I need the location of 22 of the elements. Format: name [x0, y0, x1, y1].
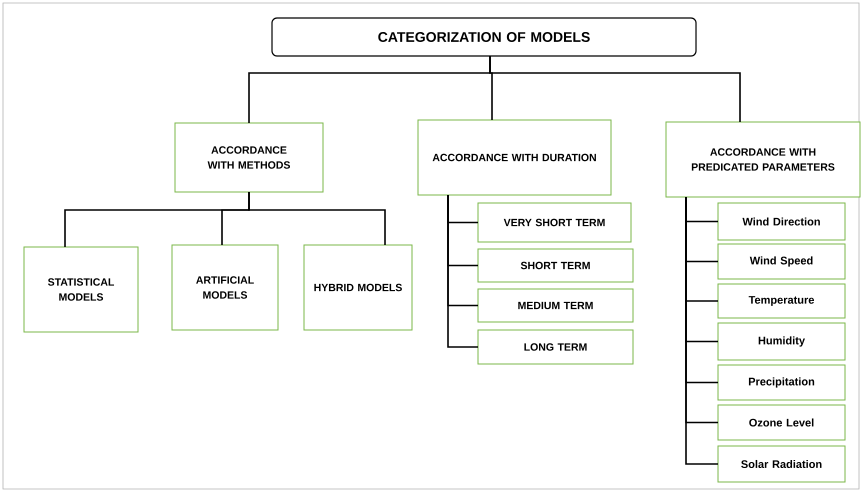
item-box: STATISTICAL MODELS [24, 246, 138, 332]
item-box: Solar Radiation [718, 446, 846, 482]
title-box: CATEGORIZATION OF MODELS [271, 17, 697, 57]
connector [685, 197, 718, 465]
connector [248, 192, 386, 245]
item-box: Wind Direction [718, 202, 846, 240]
connector [489, 56, 741, 122]
item-box: ARTIFICIAL MODELS [172, 244, 278, 330]
category-box: ACCORDANCE WITH METHODS [174, 122, 324, 192]
item-box: Temperature [718, 284, 846, 318]
category-box: ACCORDANCE WITH PREDICATED PARAMETERS [666, 122, 860, 198]
item-box: Precipitation [718, 364, 846, 400]
item-box: HYBRID MODELS [304, 244, 412, 330]
item-box: Humidity [718, 322, 846, 360]
item-box: VERY SHORT TERM [478, 202, 632, 242]
item-box: LONG TERM [478, 330, 634, 364]
item-box: Wind Speed [718, 244, 846, 280]
item-box: MEDIUM TERM [478, 288, 634, 322]
item-box: Ozone Level [718, 404, 846, 440]
category-box: ACCORDANCE WITH DURATION [418, 120, 612, 196]
connector [447, 195, 478, 348]
item-box: SHORT TERM [478, 248, 634, 282]
